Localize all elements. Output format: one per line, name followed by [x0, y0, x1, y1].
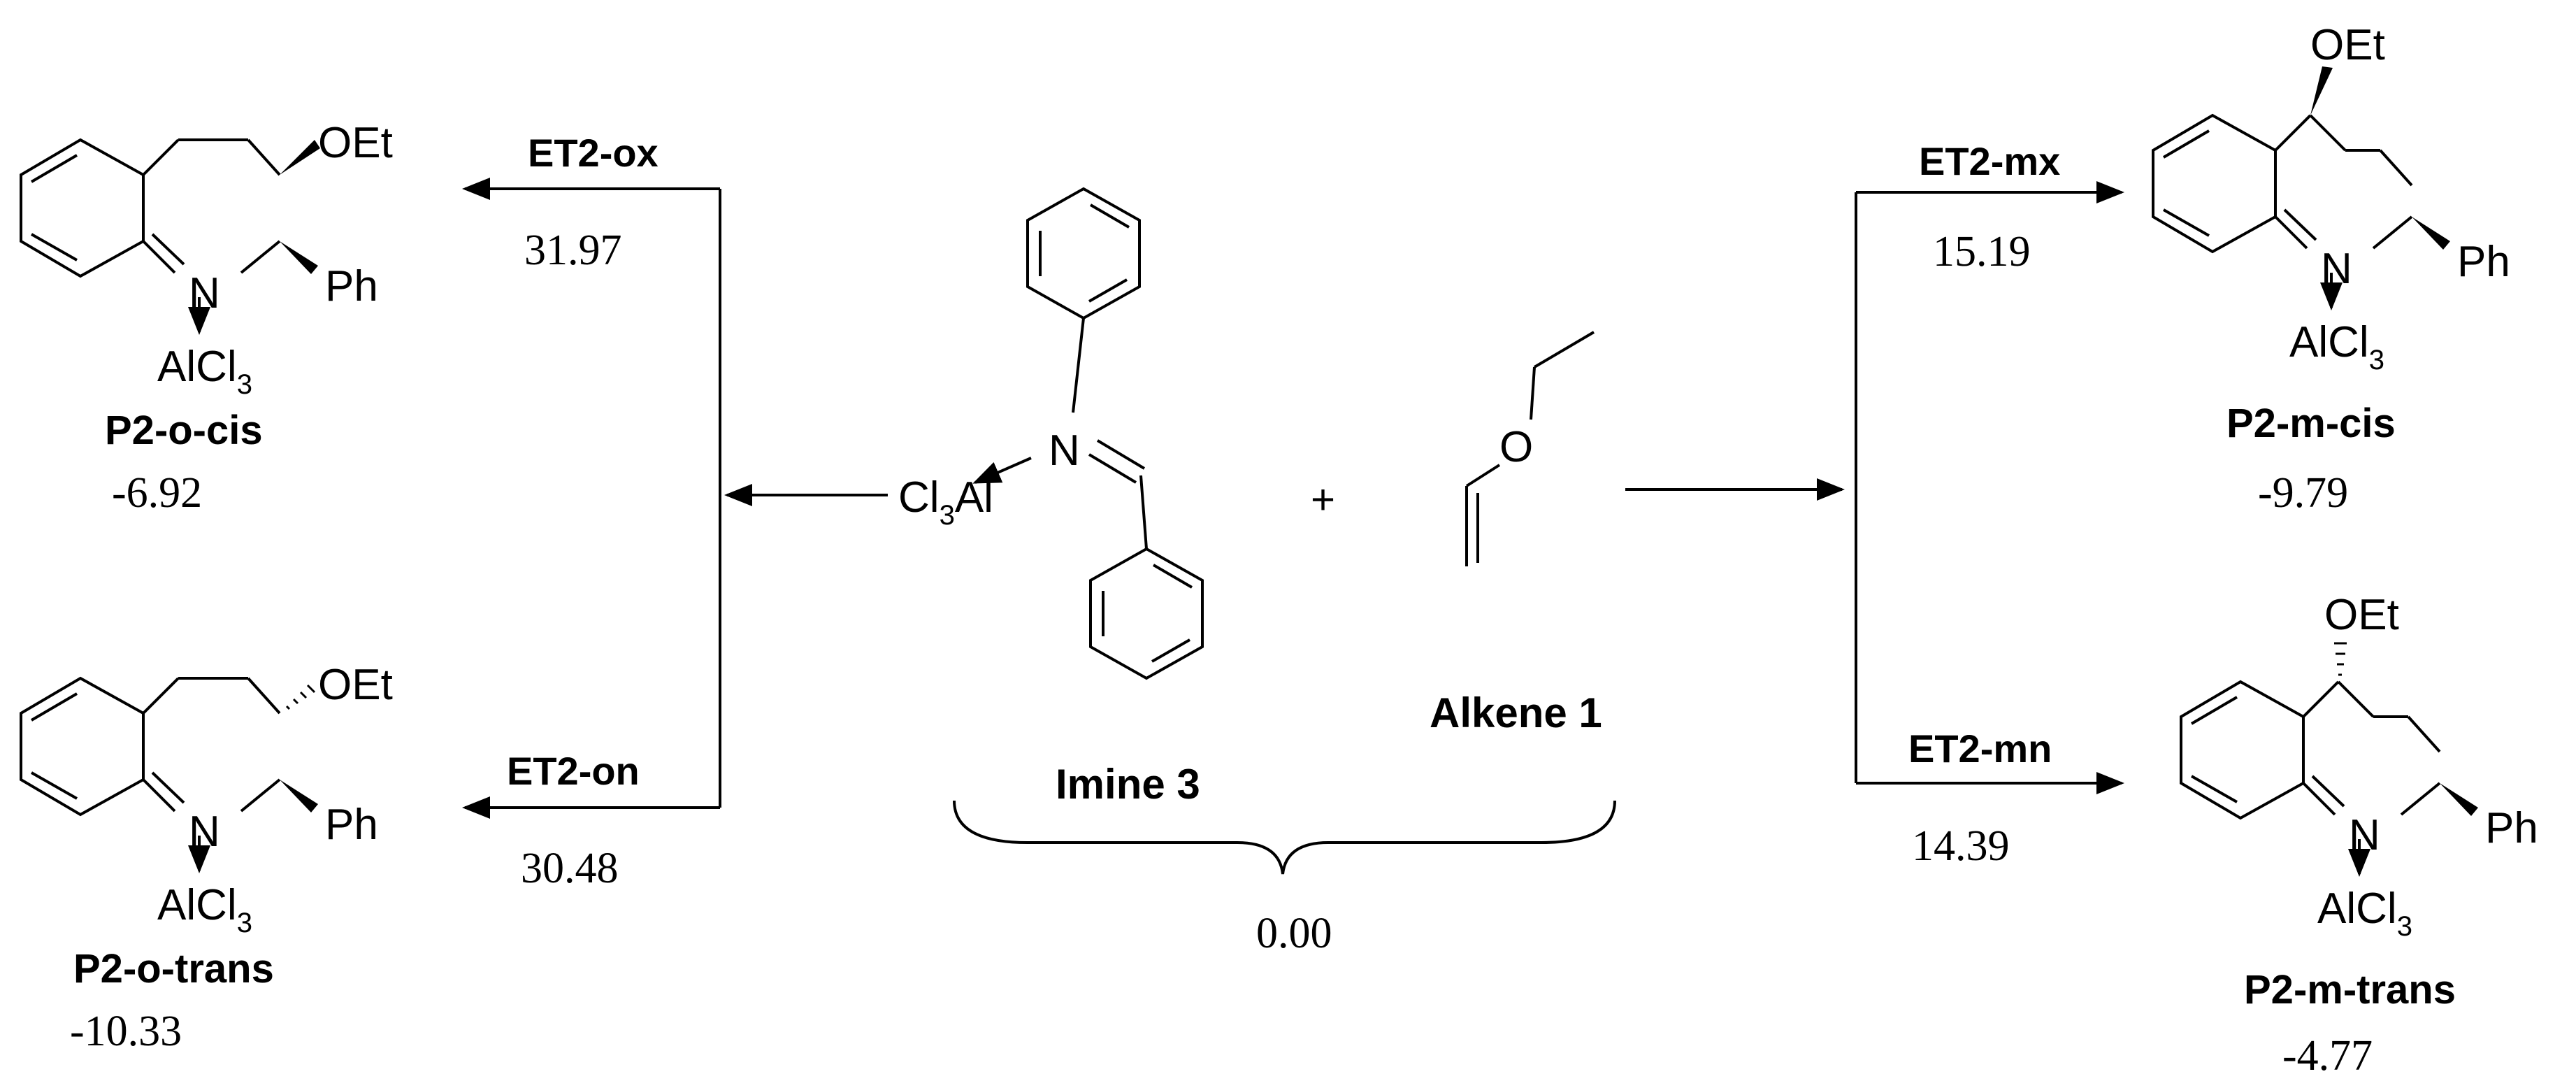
phenyl-label: Ph	[325, 801, 378, 849]
product-p2-m-cis: OEt Ph N AlCl3 P2-m-cis -9.79	[2152, 21, 2510, 517]
substituent-oet: OEt	[2324, 591, 2399, 639]
plus-sign: +	[1311, 476, 1335, 523]
ts-label-on: ET2-on	[507, 749, 640, 793]
substituent-oet: OEt	[318, 661, 393, 709]
ring-nitrogen: N	[189, 808, 220, 856]
product-p2-m-trans: OEt Ph N AlCl3 P2-m-trans -4.77	[2180, 591, 2538, 1080]
ts-energy-mx: 15.19	[1933, 228, 2031, 275]
alkene-1-name: Alkene 1	[1430, 689, 1602, 736]
substituent-oet: OEt	[318, 119, 393, 167]
ts-label-ox: ET2-ox	[528, 131, 659, 175]
arrows	[462, 178, 2124, 819]
phenyl-label: Ph	[2485, 804, 2538, 852]
cl3al-label: Cl3Al	[898, 473, 993, 531]
alcl3-label: AlCl3	[157, 343, 252, 400]
imine-3-name: Imine 3	[1056, 761, 1200, 808]
product-energy: -9.79	[2258, 469, 2348, 517]
alcl3-label: AlCl3	[2317, 885, 2412, 942]
alkene-oxygen: O	[1499, 423, 1533, 471]
reactants-brace	[953, 800, 1616, 875]
alkene-1-structure	[1465, 331, 1595, 566]
product-name: P2-m-cis	[2226, 401, 2396, 446]
product-energy: -10.33	[70, 1008, 182, 1055]
phenyl-label: Ph	[325, 262, 378, 310]
imine-3-structure	[972, 187, 1204, 680]
alcl3-label: AlCl3	[2289, 318, 2384, 375]
product-energy: -6.92	[112, 469, 202, 517]
phenyl-label: Ph	[2457, 238, 2510, 286]
product-name: P2-o-trans	[73, 946, 274, 992]
product-p2-o-trans: OEt Ph N AlCl3 P2-o-trans -10.33	[20, 661, 393, 1055]
product-energy: -4.77	[2282, 1032, 2373, 1080]
alcl3-label: AlCl3	[157, 881, 252, 938]
ring-nitrogen: N	[2349, 811, 2380, 859]
imine-nitrogen: N	[1049, 427, 1080, 475]
ring-nitrogen: N	[189, 269, 220, 317]
ts-energy-ox: 31.97	[524, 227, 622, 274]
product-name: P2-o-cis	[105, 408, 263, 453]
ts-label-mx: ET2-mx	[1919, 139, 2060, 183]
ts-label-mn: ET2-mn	[1908, 726, 2052, 771]
reactants-energy: 0.00	[1256, 910, 1332, 957]
ts-energy-mn: 14.39	[1912, 822, 2010, 870]
product-p2-o-cis: OEt Ph N AlCl3 P2-o-cis -6.92	[20, 119, 393, 517]
substituent-oet: OEt	[2310, 21, 2385, 69]
ring-nitrogen: N	[2321, 245, 2352, 293]
ts-energy-on: 30.48	[521, 845, 619, 892]
product-name: P2-m-trans	[2244, 967, 2456, 1012]
